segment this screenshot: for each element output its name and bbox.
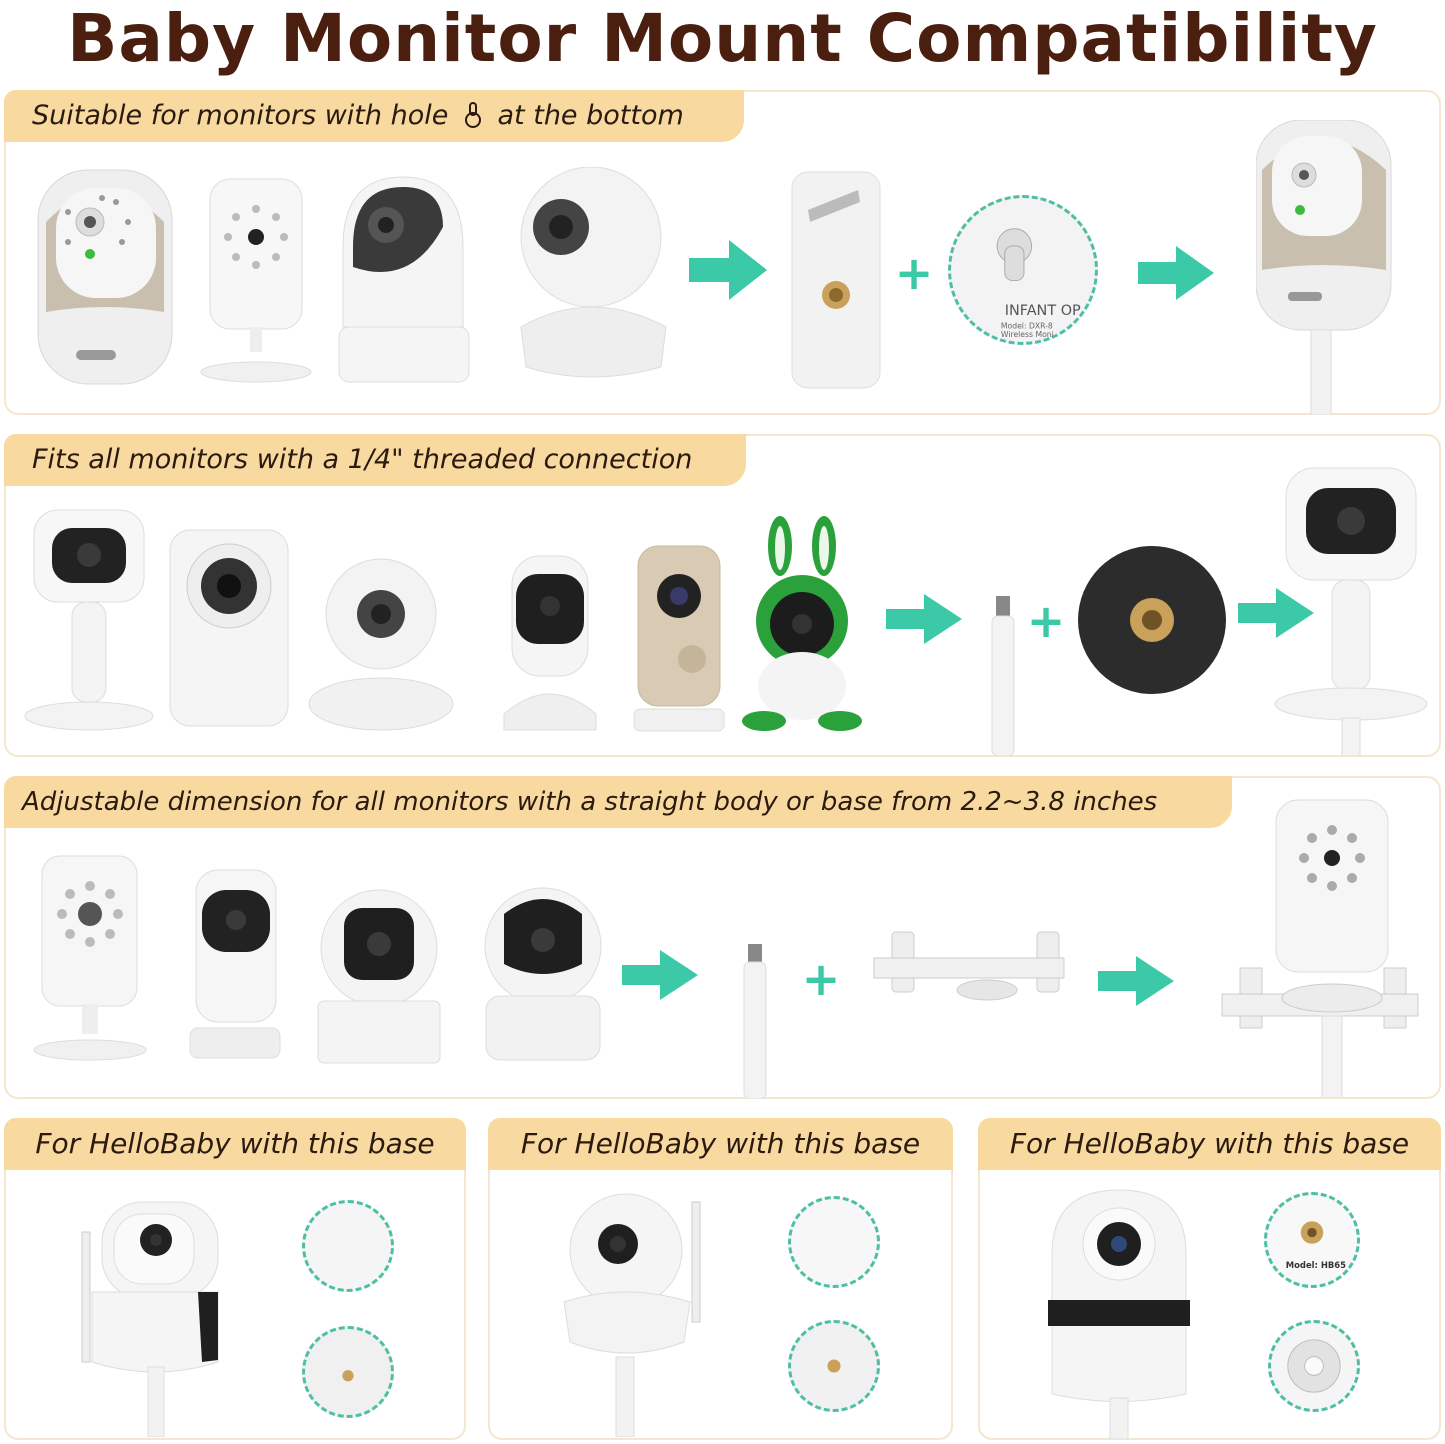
adjustable-clamp-image [872, 930, 1070, 1010]
section-banner: Fits all monitors with a 1/4" threaded c… [4, 434, 746, 486]
threaded-screw-arm-image [984, 596, 1024, 756]
section-threaded-mount: Fits all monitors with a 1/4" threaded c… [4, 434, 1441, 757]
banner-text-start: Suitable for monitors with hole [32, 100, 449, 131]
hb65-model-label: Model: HB65 [1286, 1260, 1346, 1270]
bunny-camera-image [742, 516, 862, 736]
hellobaby-base-top-image [302, 1200, 394, 1292]
round-camera-image [306, 554, 456, 734]
keyhole-icon [463, 96, 483, 128]
arrow-right-icon [622, 950, 698, 1000]
hellobaby-panel-2: For HelloBaby with this base [488, 1118, 953, 1440]
plus-icon: + [801, 952, 841, 1006]
threaded-insert-image [1076, 544, 1228, 696]
hellobaby-camera-image [560, 1192, 730, 1437]
hellobaby-base-bottom-image [1268, 1320, 1360, 1412]
hellobaby-camera-image [1044, 1184, 1194, 1439]
hellobaby-base-top-image [788, 1196, 880, 1288]
hellobaby-panel-3: For HelloBaby with this base Model: HB65 [978, 1118, 1441, 1440]
plus-icon: + [1026, 594, 1066, 648]
rounded-dome-camera-image [482, 884, 604, 1064]
white-monitor-camera-image [32, 854, 147, 1064]
ball-camera-image [501, 167, 681, 387]
black-face-camera-image [498, 554, 603, 734]
panel-banner: For HelloBaby with this base [4, 1118, 466, 1170]
panel-banner: For HelloBaby with this base [488, 1118, 953, 1170]
banner-text-end: at the bottom [497, 100, 684, 131]
section-banner: Suitable for monitors with hole at the b… [4, 90, 744, 142]
page-title: Baby Monitor Mount Compatibility [67, 0, 1378, 77]
pan-tilt-camera-image [331, 167, 491, 387]
mounted-nanit-camera-image [1272, 466, 1430, 756]
slim-camera-image [188, 868, 283, 1063]
hellobaby-base-top-image: Model: HB65 [1264, 1192, 1360, 1288]
mounted-camera-image [1256, 120, 1396, 415]
hellobaby-camera-image [68, 1192, 228, 1437]
keyhole-base-image: INFANT OP Model: DXR-8 Wireless Moni [948, 195, 1098, 345]
arrow-right-icon [886, 594, 962, 644]
section-banner: Adjustable dimension for all monitors wi… [4, 776, 1232, 828]
infant-optics-camera-image [32, 162, 177, 387]
plus-icon: + [894, 246, 934, 300]
small-white-camera-image [198, 177, 313, 387]
gold-camera-image [632, 544, 727, 734]
wireless-label: Wireless Moni [1001, 330, 1054, 339]
model-label: Model: DXR-8 [1001, 322, 1053, 331]
section-hole-mount: Suitable for monitors with hole at the b… [4, 90, 1441, 415]
arrow-right-icon [1098, 956, 1174, 1006]
arrow-right-icon [1138, 246, 1214, 300]
arrow-right-icon [689, 240, 767, 300]
threaded-screw-arm-image [736, 944, 776, 1099]
mount-plate-image [788, 170, 883, 390]
hellobaby-base-bottom-image [302, 1326, 394, 1418]
arrow-right-icon [1238, 588, 1314, 638]
section-adjustable-mount: Adjustable dimension for all monitors wi… [4, 776, 1441, 1099]
hellobaby-base-bottom-image [788, 1320, 880, 1412]
hellobaby-panel-1: For HelloBaby with this base [4, 1118, 466, 1440]
nanit-style-camera-image [22, 508, 157, 733]
cube-camera-image [314, 886, 444, 1066]
infant-label: INFANT OP [1005, 303, 1081, 319]
clamped-monitor-image [1214, 798, 1424, 1098]
panel-banner: For HelloBaby with this base [978, 1118, 1441, 1170]
dome-camera-image [164, 528, 294, 728]
